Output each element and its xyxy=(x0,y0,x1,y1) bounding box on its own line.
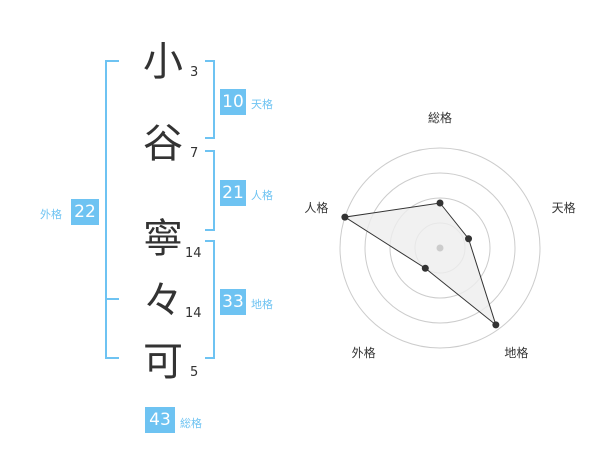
stroke-count-5: 5 xyxy=(190,365,199,380)
gaikaku-bracket-top xyxy=(105,60,119,62)
jinkaku-bracket-bottom xyxy=(205,229,215,231)
name-char-5: 可 xyxy=(143,339,183,385)
stroke-count-3: 14 xyxy=(185,246,202,261)
radar-center-dot xyxy=(436,244,444,252)
radar-grid-ring xyxy=(389,197,491,299)
jinkaku-bracket-vertical xyxy=(213,150,215,231)
tenkaku-bracket-vertical xyxy=(213,60,215,139)
chikaku-bracket-vertical xyxy=(213,240,215,359)
gaikaku-bracket-vertical xyxy=(105,60,107,359)
stroke-count-4: 14 xyxy=(185,306,202,321)
radar-axis-label-4: 外格 xyxy=(352,345,376,360)
stroke-count-2: 7 xyxy=(190,146,199,161)
chikaku-bracket-bottom xyxy=(205,357,215,359)
radar-point-3 xyxy=(492,321,500,329)
stroke-count-1: 3 xyxy=(190,65,199,80)
radar-axis-label-1: 総格 xyxy=(428,110,452,125)
radar-axis-label-2: 天格 xyxy=(552,200,576,215)
radar-point-1 xyxy=(436,199,444,207)
chikaku-label: 地格 xyxy=(251,298,273,311)
gaikaku-bracket-bottom xyxy=(105,357,119,359)
radar-data-area xyxy=(343,202,497,327)
jinkaku-label: 人格 xyxy=(251,189,273,202)
chikaku-bracket-top xyxy=(205,240,215,242)
radar-grid-ring xyxy=(339,147,541,349)
jinkaku-bracket-top xyxy=(205,150,215,152)
radar-point-4 xyxy=(421,264,429,272)
jinkaku-value-badge: 21 xyxy=(220,180,246,206)
name-char-4: 々 xyxy=(143,278,183,324)
gaikaku-label: 外格 xyxy=(40,208,62,221)
tenkaku-bracket-bottom xyxy=(205,137,215,139)
radar-grid-ring xyxy=(364,172,516,324)
name-char-2: 谷 xyxy=(143,121,183,167)
gaikaku-value-badge: 22 xyxy=(71,199,99,225)
chikaku-value-badge: 33 xyxy=(220,289,246,315)
tenkaku-bracket-top xyxy=(205,60,215,62)
radar-axis-label-5: 人格 xyxy=(304,200,328,215)
radar-point-5 xyxy=(341,213,349,221)
tenkaku-value-badge: 10 xyxy=(220,89,246,115)
radar-point-2 xyxy=(465,235,473,243)
soukaku-value-badge: 43 xyxy=(145,407,175,433)
name-char-1: 小 xyxy=(143,39,183,85)
soukaku-label: 総格 xyxy=(180,417,202,430)
radar-axis-label-3: 地格 xyxy=(504,345,528,360)
gaikaku-bracket-mid xyxy=(105,298,119,300)
name-char-3: 寧 xyxy=(143,216,183,262)
tenkaku-label: 天格 xyxy=(251,98,273,111)
